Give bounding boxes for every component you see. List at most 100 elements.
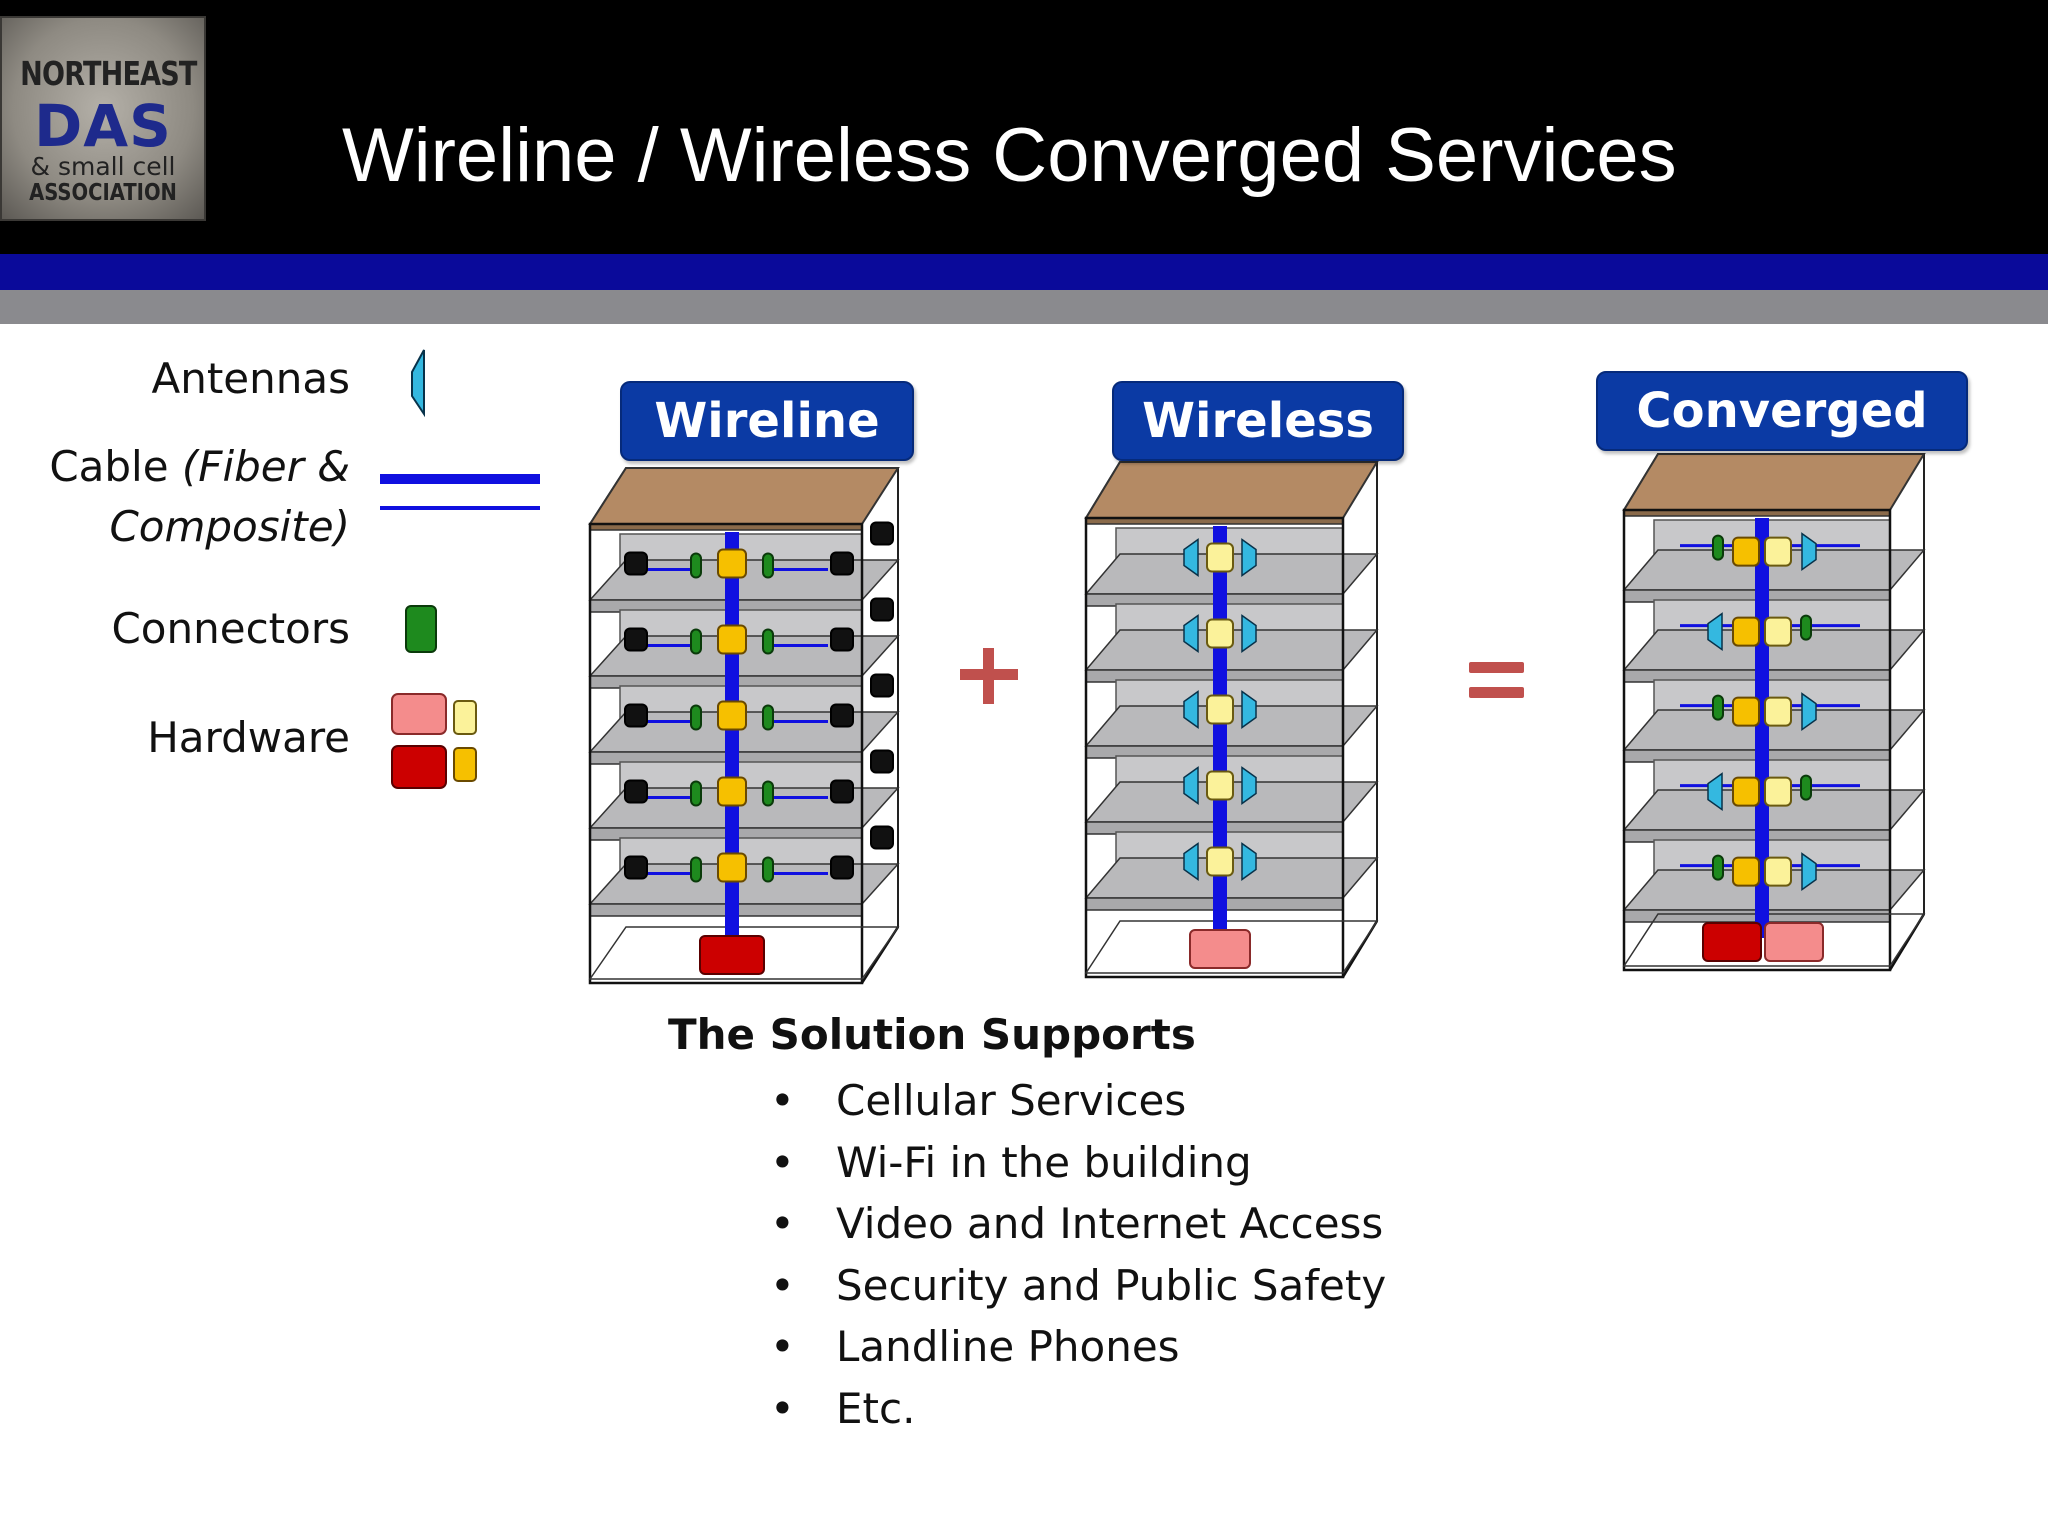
riser-cable: [1213, 526, 1227, 945]
building-outline: [1084, 516, 1345, 979]
wireless-building: [1084, 461, 1379, 979]
equals-operator-icon-top: [1469, 662, 1524, 673]
wall-outlet-icon: [624, 855, 648, 880]
header-blue-band: [0, 254, 2048, 290]
antenna-icon: [1707, 772, 1723, 812]
hardware-unit-icon: [1732, 776, 1760, 807]
building-roof: [1084, 461, 1379, 519]
header-bar: [0, 0, 2048, 254]
converged-label: Converged: [1596, 371, 1968, 451]
basement-outline: [1084, 920, 1379, 974]
hardware-unit-icon: [1206, 618, 1234, 649]
wall-outlet-icon: [870, 673, 894, 698]
connector-icon: [1800, 614, 1812, 641]
hardware-unit-icon: [1206, 694, 1234, 725]
antenna-icon: [1241, 842, 1257, 881]
solution-list-item: • Security and Public Safety: [770, 1256, 1386, 1316]
connector-icon: [1712, 534, 1724, 561]
antenna-icon: [1183, 538, 1199, 577]
wall-outlet-icon: [624, 779, 648, 804]
wall-outlet-icon: [830, 551, 854, 576]
antenna-icon: [1241, 614, 1257, 653]
solution-list-item: •Etc.: [770, 1379, 915, 1439]
antenna-icon: [1241, 538, 1257, 577]
hardware-unit-icon: [1206, 542, 1234, 573]
hardware-unit-icon: [1732, 616, 1760, 647]
converged-building: [1622, 453, 1926, 972]
connector-icon: [690, 704, 702, 731]
legend-connector-icon: [405, 605, 437, 653]
bullet-icon: •: [770, 1076, 795, 1125]
connector-icon: [762, 552, 774, 579]
legend-cable-icon-fiber: [380, 474, 540, 484]
header-gray-band: [0, 290, 2048, 324]
converged-wireline-head-end-icon: [1702, 922, 1762, 962]
building-roof: [1622, 453, 1926, 511]
association-logo: NORTHEAST DAS & small cell ASSOCIATION: [0, 16, 206, 221]
wall-outlet-icon: [624, 627, 648, 652]
wall-outlet-icon: [870, 749, 894, 774]
legend-hardware-icon-light-yellow: [453, 700, 477, 735]
hardware-unit-icon: [1764, 616, 1792, 647]
building-outline: [1622, 508, 1892, 972]
page-title: Wireline / Wireless Converged Services: [342, 113, 1677, 198]
bullet-icon: •: [770, 1322, 795, 1371]
legend-hardware-label: Hardware: [147, 713, 350, 762]
wireline-building: [588, 467, 900, 985]
hardware-unit-icon: [1764, 776, 1792, 807]
legend-antenna-icon: [411, 349, 425, 418]
connector-icon: [1712, 694, 1724, 721]
building-roof: [588, 467, 900, 525]
hardware-unit-icon: [1206, 770, 1234, 801]
legend-hardware-icon-pink: [391, 693, 447, 735]
connector-icon: [1712, 854, 1724, 881]
wall-outlet-icon: [624, 703, 648, 728]
converged-wireless-head-end-icon: [1764, 922, 1824, 962]
basement-outline: [588, 926, 900, 980]
connector-icon: [762, 704, 774, 731]
hardware-unit-icon: [1764, 536, 1792, 567]
antenna-icon: [1183, 614, 1199, 653]
antenna-icon: [1241, 690, 1257, 729]
wall-outlet-icon: [830, 627, 854, 652]
bullet-icon: •: [770, 1261, 795, 1310]
solution-item-text: Video and Internet Access: [836, 1199, 1384, 1248]
building-outline: [588, 522, 864, 985]
logo-text-small-cell: & small cell: [30, 152, 176, 181]
connector-icon: [762, 856, 774, 883]
wireless-head-end-icon: [1189, 929, 1251, 969]
wall-outlet-icon: [870, 825, 894, 850]
wall-outlet-icon: [870, 597, 894, 622]
wall-outlet-icon: [830, 779, 854, 804]
wireless-label: Wireless: [1112, 381, 1404, 461]
bullet-icon: •: [770, 1384, 795, 1433]
hardware-unit-icon: [717, 548, 747, 579]
basement-outline: [1622, 913, 1926, 967]
wireline-head-end-icon: [699, 935, 765, 975]
solution-item-text: Cellular Services: [836, 1076, 1187, 1125]
legend-hardware-icon-yellow: [453, 747, 477, 782]
wall-outlet-icon: [624, 551, 648, 576]
legend-cable-label-italic: (Fiber &: [181, 442, 350, 491]
solution-list-item: •Video and Internet Access: [770, 1194, 1383, 1254]
solution-item-text: Wi-Fi in the building: [836, 1138, 1252, 1187]
antenna-icon: [1801, 692, 1817, 732]
wall-outlet-icon: [830, 855, 854, 880]
hardware-unit-icon: [1206, 846, 1234, 877]
solution-list-item: • Cellular Services: [770, 1071, 1186, 1131]
legend-hardware-icon-red: [391, 745, 447, 789]
hardware-unit-icon: [717, 700, 747, 731]
connector-icon: [690, 628, 702, 655]
hardware-unit-icon: [717, 624, 747, 655]
bullet-icon: •: [770, 1138, 795, 1187]
solution-item-text: Security and Public Safety: [836, 1261, 1387, 1310]
hardware-unit-icon: [717, 776, 747, 807]
wall-outlet-icon: [830, 703, 854, 728]
antenna-icon: [1183, 690, 1199, 729]
logo-text-das: DAS: [34, 92, 172, 160]
hardware-unit-icon: [1732, 536, 1760, 567]
solution-list-item: •Landline Phones: [770, 1317, 1180, 1377]
antenna-icon: [1707, 612, 1723, 652]
hardware-unit-icon: [1732, 856, 1760, 887]
legend-connectors-label: Connectors: [111, 604, 350, 653]
